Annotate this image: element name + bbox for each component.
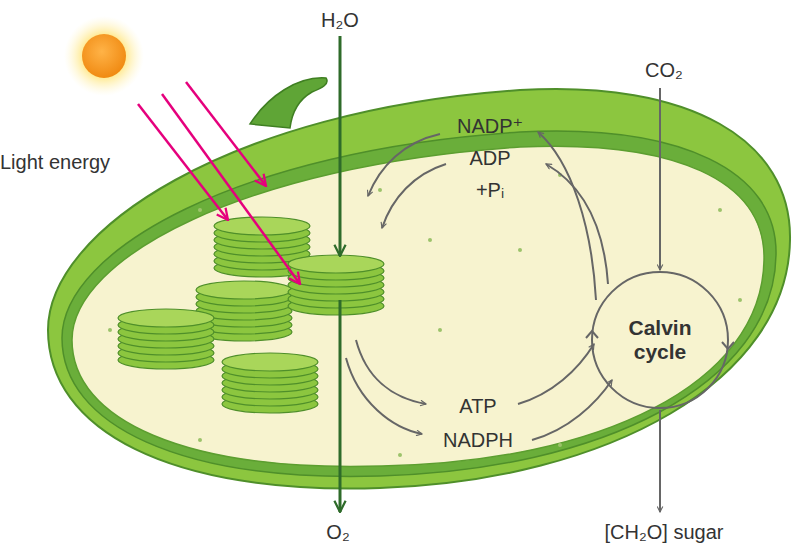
grana [118,217,384,413]
stroma-dot [738,298,742,302]
flow-arrows [346,88,660,512]
text-label: NADP⁺ [457,115,523,137]
granum [222,353,318,413]
thylakoid-disc [222,353,318,371]
stroma-dot [558,443,562,447]
text-label: O₂ [326,521,349,543]
inner-membrane [62,131,776,476]
nadp-return-arrow [538,132,596,300]
thylakoid-disc [196,281,292,299]
stroma-dot [428,238,432,242]
water-arrow [339,36,342,512]
sugar-arrow [659,410,661,512]
text-label: [CH₂O] sugar [605,521,724,543]
light-rays [138,82,300,284]
nadph-arrow [346,358,422,434]
cycle-ring [592,272,728,408]
atp-to-cycle-arrow [518,344,594,404]
light-ray [186,82,266,186]
text-label: CO₂ [645,59,683,81]
adp-to-grana-arrow [382,164,446,228]
stroma-dot [438,328,442,332]
cycle-arrowhead [586,331,598,338]
text-label: Light energy [0,151,110,173]
stroma-dot [518,248,522,252]
atp-arrow [356,340,426,404]
thylakoid-disc [118,309,214,327]
cycle-arrowhead [722,342,734,349]
outer-membrane [48,89,790,489]
stroma-dot [718,208,722,212]
water-arrow-in [339,36,342,256]
text-label: NADPH [443,429,513,451]
cycle-circle: Calvin cycle [590,270,730,410]
nadph-to-cycle-arrow [532,380,612,440]
cycle-name: Calvin cycle [620,316,700,364]
text-label: ATP [459,395,496,417]
stroma-dot [398,453,402,457]
text-label: H₂O [321,9,359,31]
stroma-dot [198,438,202,442]
text-label: ADP [469,147,510,169]
nadp-to-grana-arrow [368,134,440,196]
granum [288,255,384,315]
adp-return-arrow [546,164,608,284]
co2-arrow [659,88,661,270]
granum [118,309,214,369]
sun-glow [64,16,144,96]
stroma-dot [378,188,382,192]
light-ray [162,94,300,284]
stroma-dot [198,208,202,212]
sun [82,34,126,78]
stroma-dot [108,328,112,332]
thylakoid-disc [288,255,384,273]
membrane-flap [250,78,327,128]
oxygen-arrow-out [339,300,342,512]
text-label: +Pᵢ [476,179,504,201]
stroma-dots [108,173,742,457]
